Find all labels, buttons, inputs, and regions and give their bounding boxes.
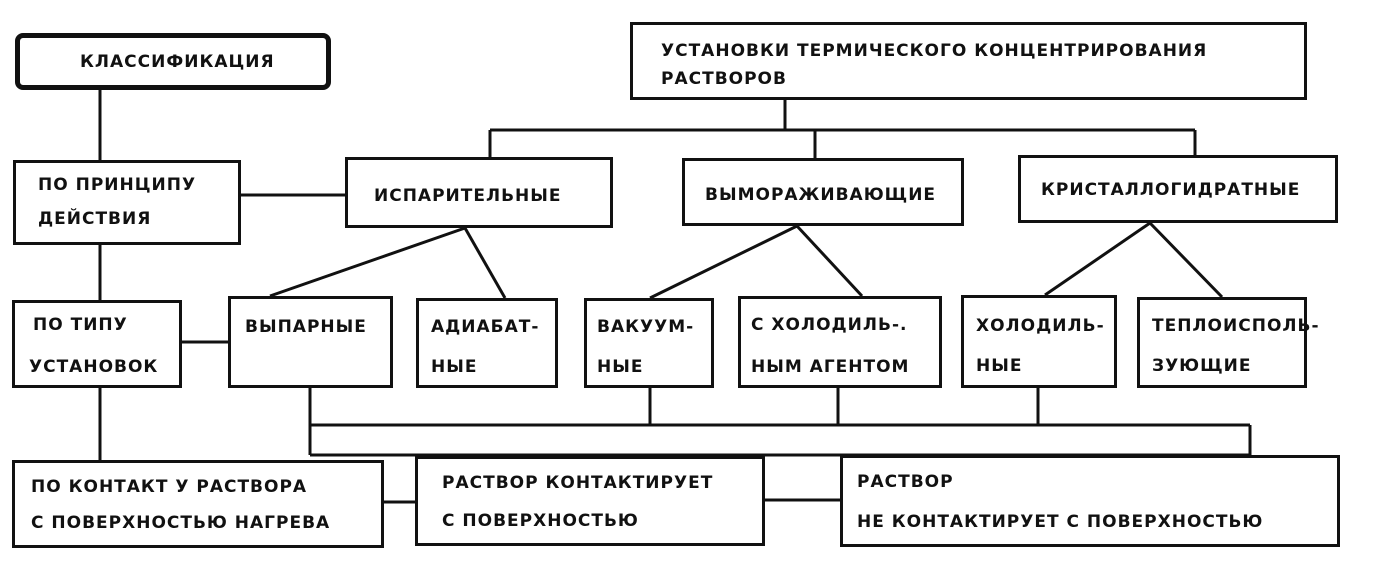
by-type-box: ПО ТИПУ УСТАНОВОК (12, 300, 182, 388)
by-principle-line-2: ДЕЙСТВИЯ (38, 209, 152, 229)
type-adiabatic-box: АДИАБАТ- НЫЕ (416, 298, 558, 388)
type-refrigerating-line-2: НЫЕ (976, 356, 1023, 376)
principle-crystallohydrate-label: КРИСТАЛЛОГИДРАТНЫЕ (1041, 180, 1301, 200)
type-vacuum-box: ВАКУУМ- НЫЕ (584, 298, 714, 388)
contact-yes-line-1: РАСТВОР КОНТАКТИРУЕТ (442, 473, 714, 493)
type-heat-using-box: ТЕПЛОИСПОЛЬ- ЗУЮЩИЕ (1137, 297, 1319, 388)
by-type-line-1: ПО ТИПУ (33, 315, 128, 335)
root-line-2: РАСТВОРОВ (661, 69, 787, 89)
contact-no-line-1: РАСТВОР (857, 472, 954, 492)
classification-title: КЛАССИФИКАЦИЯ (80, 52, 275, 72)
type-heat-using-line-2: ЗУЮЩИЕ (1152, 356, 1252, 376)
type-adiabatic-line-2: НЫЕ (431, 357, 478, 377)
connector (795, 224, 864, 298)
type-vacuum-line-1: ВАКУУМ- (597, 317, 695, 337)
root-box: УСТАНОВКИ ТЕРМИЧЕСКОГО КОНЦЕНТРИРОВАНИЯ … (630, 22, 1307, 100)
connector (1044, 221, 1151, 297)
type-refrigerant-agent-line-2: НЫМ АГЕНТОМ (751, 357, 910, 377)
root-line-1: УСТАНОВКИ ТЕРМИЧЕСКОГО КОНЦЕНТРИРОВАНИЯ (661, 41, 1208, 61)
connector (649, 224, 798, 300)
connector (269, 226, 466, 298)
by-contact-line-2: С ПОВЕРХНОСТЬЮ НАГРЕВА (31, 513, 331, 533)
contact-yes-line-2: С ПОВЕРХНОСТЬЮ (442, 511, 639, 531)
by-contact-box: ПО КОНТАКТ У РАСТВОРА С ПОВЕРХНОСТЬЮ НАГ… (12, 460, 384, 548)
type-adiabatic-line-1: АДИАБАТ- (431, 317, 540, 337)
type-refrigerating-box: ХОЛОДИЛЬ- НЫЕ (961, 295, 1117, 388)
contact-yes-box: РАСТВОР КОНТАКТИРУЕТ С ПОВЕРХНОСТЬЮ (415, 456, 765, 546)
by-type-line-2: УСТАНОВОК (29, 357, 159, 377)
type-refrigerant-agent-box: С ХОЛОДИЛЬ-. НЫМ АГЕНТОМ (738, 296, 942, 388)
type-refrigerating-line-1: ХОЛОДИЛЬ- (976, 316, 1105, 336)
principle-evaporative-box: ИСПАРИТЕЛЬНЫЕ (345, 157, 613, 228)
principle-crystallohydrate-box: КРИСТАЛЛОГИДРАТНЫЕ (1018, 155, 1338, 223)
by-contact-line-1: ПО КОНТАКТ У РАСТВОРА (31, 477, 308, 497)
type-evaporating-box: ВЫПАРНЫЕ (228, 296, 393, 388)
type-refrigerant-agent-line-1: С ХОЛОДИЛЬ-. (751, 315, 908, 335)
principle-freezing-box: ВЫМОРАЖИВАЮЩИЕ (682, 158, 964, 226)
type-vacuum-line-2: НЫЕ (597, 357, 644, 377)
connector (463, 227, 507, 299)
by-principle-line-1: ПО ПРИНЦИПУ (38, 175, 197, 195)
contact-no-box: РАСТВОР НЕ КОНТАКТИРУЕТ С ПОВЕРХНОСТЬЮ (840, 455, 1340, 547)
principle-freezing-label: ВЫМОРАЖИВАЮЩИЕ (705, 185, 937, 205)
classification-title-box: КЛАССИФИКАЦИЯ (15, 33, 331, 90)
by-principle-box: ПО ПРИНЦИПУ ДЕЙСТВИЯ (13, 160, 241, 245)
type-heat-using-line-1: ТЕПЛОИСПОЛЬ- (1152, 316, 1320, 336)
type-evaporating-label: ВЫПАРНЫЕ (245, 317, 367, 337)
contact-no-line-2: НЕ КОНТАКТИРУЕТ С ПОВЕРХНОСТЬЮ (857, 512, 1264, 532)
connector (1148, 221, 1224, 299)
principle-evaporative-label: ИСПАРИТЕЛЬНЫЕ (374, 186, 562, 206)
